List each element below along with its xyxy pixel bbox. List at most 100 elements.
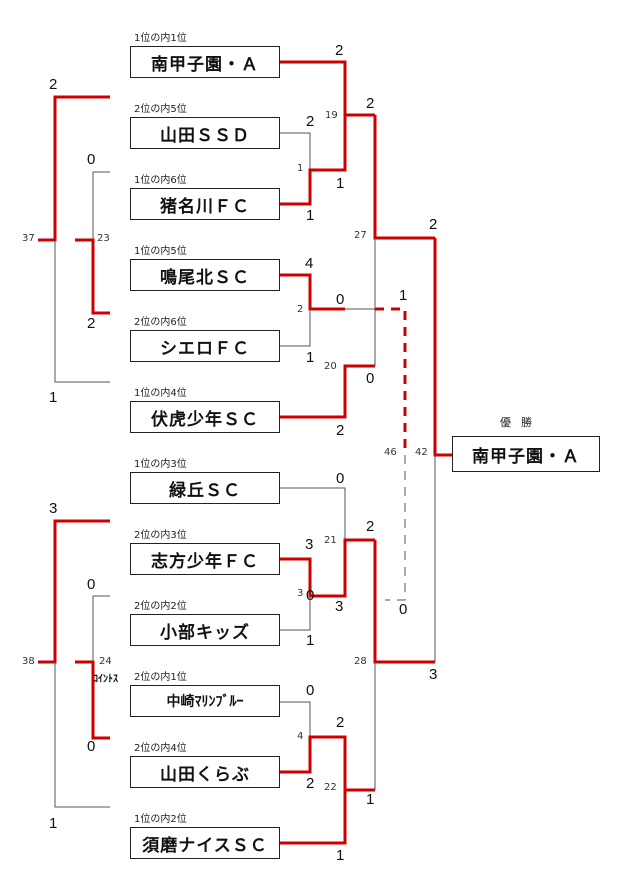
team-box: 中崎ﾏﾘﾝﾌﾞﾙｰ <box>130 685 280 717</box>
match-number: 28 <box>354 656 367 667</box>
score: 0 <box>336 291 345 308</box>
winner-line <box>375 307 407 455</box>
team-box: 猪名川ＦＣ <box>130 188 280 220</box>
score: 1 <box>399 287 408 304</box>
bracket-line <box>345 308 376 366</box>
seed-label: 2位の内1位 <box>134 672 187 683</box>
seed-label: 2位の内3位 <box>134 530 187 541</box>
score: 0 <box>336 470 345 487</box>
match-number: 19 <box>325 110 338 121</box>
score: 0 <box>87 151 96 168</box>
match-number: 2 <box>297 304 304 315</box>
winner-line <box>433 238 452 457</box>
team-box: 山田ＳＳＤ <box>130 117 280 149</box>
score: 0 <box>306 682 315 699</box>
seed-label: 2位の内6位 <box>134 317 187 328</box>
match-number: 38 <box>22 656 35 667</box>
match-number: 46 <box>384 447 397 458</box>
winner-line <box>38 95 110 242</box>
match-number: 22 <box>324 782 337 793</box>
bracket-line <box>92 595 110 662</box>
seed-label: 2位の内5位 <box>134 104 187 115</box>
coin-toss-note: ｺｲﾝﾄｽ <box>93 674 118 685</box>
winner-line <box>280 273 345 311</box>
score: 0 <box>87 738 96 755</box>
score: 2 <box>49 76 58 93</box>
team-box: 須磨ナイスＳＣ <box>130 827 280 859</box>
team-box: シエロＦＣ <box>130 330 280 362</box>
match-number: 20 <box>324 361 337 372</box>
team-box: 小部キッズ <box>130 614 280 646</box>
team-box: 緑丘ＳＣ <box>130 472 280 504</box>
bracket-line <box>280 701 311 737</box>
score: 1 <box>336 847 345 864</box>
score: 1 <box>49 389 58 406</box>
score: 0 <box>366 370 375 387</box>
winner-line <box>280 115 347 206</box>
team-box: 伏虎少年ＳＣ <box>130 401 280 433</box>
winner-line <box>75 660 110 740</box>
bracket-line <box>54 662 110 808</box>
bracket-line <box>280 487 346 540</box>
match-number: 21 <box>324 535 337 546</box>
champion-label: 優勝 <box>500 416 542 429</box>
match-number: 23 <box>97 233 110 244</box>
match-number: 1 <box>297 163 304 174</box>
team-box: 山田くらぶ <box>130 756 280 788</box>
match-number: 3 <box>297 588 304 599</box>
score: 0 <box>306 587 315 604</box>
score: 1 <box>306 349 315 366</box>
bracket-line <box>280 132 311 170</box>
seed-label: 2位の内4位 <box>134 743 187 754</box>
seed-label: 2位の内2位 <box>134 601 187 612</box>
winner-line <box>373 115 435 240</box>
bracket-line <box>54 240 110 383</box>
seed-label: 1位の内4位 <box>134 388 187 399</box>
score: 2 <box>336 714 345 731</box>
champion-box: 南甲子園・Ａ <box>452 436 600 472</box>
bracket-line <box>92 171 110 240</box>
score: 3 <box>429 666 438 683</box>
score: 1 <box>49 815 58 832</box>
winner-line <box>38 519 110 664</box>
score: 1 <box>306 632 315 649</box>
score: 2 <box>87 315 96 332</box>
match-number: 42 <box>415 447 428 458</box>
score: 2 <box>366 95 375 112</box>
bracket-line <box>280 596 311 631</box>
winner-line <box>280 790 347 845</box>
team-box: 南甲子園・Ａ <box>130 46 280 78</box>
match-number: 24 <box>99 656 112 667</box>
score: 4 <box>305 255 314 272</box>
score: 2 <box>306 113 315 130</box>
match-number: 37 <box>22 233 35 244</box>
seed-label: 1位の内6位 <box>134 175 187 186</box>
winner-line <box>75 238 110 315</box>
score: 2 <box>336 422 345 439</box>
score: 3 <box>335 598 344 615</box>
seed-label: 1位の内5位 <box>134 246 187 257</box>
team-box: 鳴尾北ＳＣ <box>130 259 280 291</box>
score: 3 <box>49 500 58 517</box>
score: 3 <box>305 536 314 553</box>
winner-line <box>280 735 375 792</box>
score: 0 <box>399 601 408 618</box>
seed-label: 1位の内3位 <box>134 459 187 470</box>
winner-line <box>280 364 375 419</box>
seed-label: 1位の内1位 <box>134 33 187 44</box>
seed-label: 1位の内2位 <box>134 814 187 825</box>
score: 2 <box>366 518 375 535</box>
bracket-line <box>385 455 406 601</box>
team-box: 志方少年ＦＣ <box>130 543 280 575</box>
score: 1 <box>366 791 375 808</box>
winner-line <box>280 60 375 117</box>
winner-line <box>280 538 375 598</box>
score: 2 <box>429 216 438 233</box>
score: 0 <box>87 576 96 593</box>
match-number: 27 <box>354 230 367 241</box>
score: 2 <box>306 775 315 792</box>
match-number: 4 <box>297 731 304 742</box>
score: 1 <box>336 175 345 192</box>
score: 1 <box>306 207 315 224</box>
